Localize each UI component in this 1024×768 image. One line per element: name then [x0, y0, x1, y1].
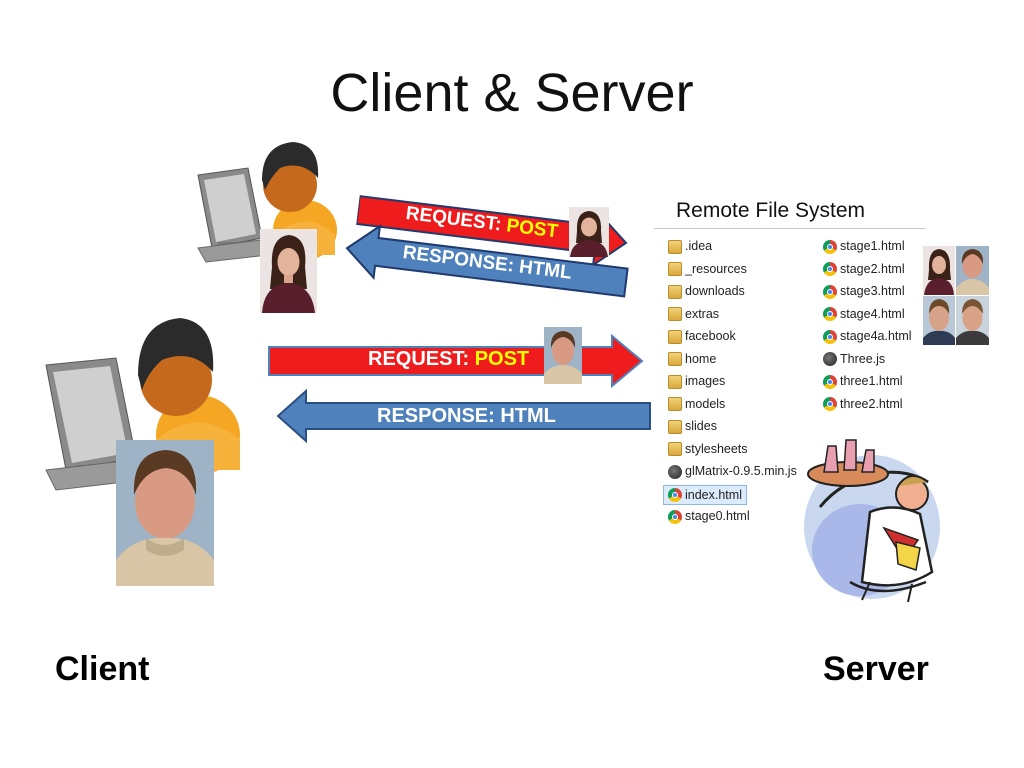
file-name: facebook [685, 329, 736, 343]
client-label: Client [55, 650, 150, 688]
file-name: home [685, 351, 717, 366]
file-name: three1.html [840, 374, 903, 388]
file-name: downloads [685, 284, 745, 298]
file-entry[interactable]: _resources [668, 260, 747, 278]
file-entry[interactable]: images [668, 372, 725, 390]
file-name: slides [685, 419, 717, 433]
file-name: stage1.html [840, 239, 905, 253]
chrome-icon [823, 262, 837, 277]
file-entry[interactable]: stage4a.html [823, 327, 912, 345]
file-name: glMatrix-0.9.5.min.js [685, 464, 797, 478]
file-name: images [685, 374, 726, 388]
file-name: stage0.html [685, 509, 750, 523]
file-entry[interactable]: .idea [668, 237, 712, 255]
file-name: index.html [685, 487, 742, 502]
folder-icon [668, 239, 682, 254]
file-name: stylesheets [685, 441, 748, 456]
slide-title: Client & Server [330, 63, 694, 123]
file-entry[interactable]: stage1.html [823, 237, 905, 255]
folder-icon [668, 262, 682, 277]
chrome-icon [668, 488, 682, 503]
file-entry[interactable]: extras [668, 305, 719, 323]
large-request-male-thumbnail [544, 327, 582, 384]
waiter-clipart [804, 439, 940, 603]
file-entry[interactable]: three2.html [823, 395, 903, 413]
file-system-divider [654, 228, 926, 229]
server-user-photos [923, 246, 989, 345]
large-response-label: RESPONSE: HTML [377, 405, 556, 427]
js-file-icon [823, 352, 837, 367]
female-user-photo [260, 229, 317, 313]
folder-icon [668, 307, 682, 322]
chrome-icon [823, 239, 837, 254]
chrome-icon [823, 329, 837, 344]
file-name: stage3.html [840, 284, 905, 298]
file-name: models [685, 396, 726, 411]
file-name: extras [685, 306, 720, 321]
file-name: _resources [685, 261, 747, 276]
file-entry[interactable]: stage2.html [823, 260, 905, 278]
folder-icon [668, 284, 682, 299]
file-entry[interactable]: facebook [668, 327, 736, 345]
file-name: stage4a.html [840, 329, 912, 343]
chrome-icon [823, 284, 837, 299]
chrome-icon [823, 397, 837, 412]
file-system-title: Remote File System [676, 199, 866, 222]
folder-icon [668, 352, 682, 367]
small-client-computer-user-icon [197, 142, 337, 263]
file-entry[interactable]: three1.html [823, 372, 903, 390]
folder-icon [668, 419, 682, 434]
js-file-icon [668, 464, 682, 479]
folder-icon [668, 374, 682, 389]
large-request-label: REQUEST: POST [368, 348, 530, 370]
chrome-icon [668, 509, 682, 524]
file-entry[interactable]: stylesheets [668, 440, 748, 458]
file-entry[interactable]: Three.js [823, 350, 885, 368]
small-request-female-thumbnail [569, 207, 609, 257]
folder-icon [668, 442, 682, 457]
file-name: stage4.html [840, 306, 905, 321]
folder-icon [668, 329, 682, 344]
file-entry[interactable]: stage4.html [823, 305, 905, 323]
file-entry[interactable]: slides [668, 417, 717, 435]
file-name: .idea [685, 239, 713, 253]
file-entry[interactable]: stage3.html [823, 282, 905, 300]
file-name: three2.html [840, 396, 903, 411]
file-entry[interactable]: home [668, 350, 716, 368]
file-name: stage2.html [840, 261, 905, 276]
chrome-icon [823, 374, 837, 389]
large-response-arrow [276, 389, 651, 443]
chrome-icon [823, 307, 837, 322]
male-user-photo [116, 440, 214, 586]
folder-icon [668, 397, 682, 412]
file-entry[interactable]: glMatrix-0.9.5.min.js [668, 462, 797, 480]
server-label: Server [823, 650, 929, 688]
file-entry[interactable]: stage0.html [668, 507, 750, 525]
file-entry[interactable]: downloads [668, 282, 745, 300]
small-response-arrow: RESPONSE: HTML [341, 218, 631, 312]
file-name: Three.js [840, 351, 886, 366]
file-entry[interactable]: index.html [663, 484, 747, 505]
file-entry[interactable]: models [668, 395, 725, 413]
